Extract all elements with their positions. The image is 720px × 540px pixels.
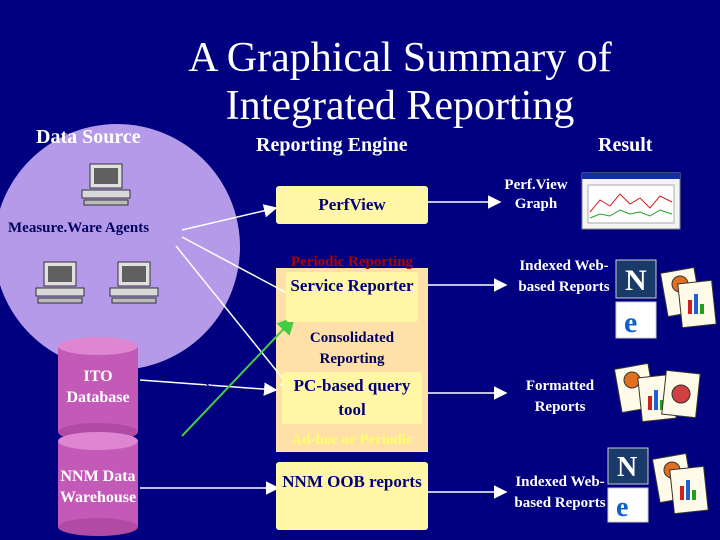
- nnm-warehouse-label: NNM Data Warehouse: [59, 468, 137, 506]
- netscape-icon: N: [615, 259, 657, 299]
- report-doc-icon: [659, 266, 717, 329]
- svg-text:e: e: [624, 306, 637, 339]
- svg-text:e: e: [616, 492, 628, 523]
- computer-icon: [81, 163, 131, 206]
- arrow-ito-to-query-tool: [139, 379, 278, 396]
- indexed-web-reports-label: Indexed Web-based Reports: [518, 258, 610, 295]
- service-reporter-box: Service Reporter: [286, 272, 418, 322]
- nnm-warehouse-cylinder: [58, 432, 138, 536]
- perfview-box: PerfView: [276, 186, 428, 224]
- indexed-web-reports-label-2: Indexed Web-based Reports: [514, 474, 606, 511]
- column-header-reporting-engine: Reporting Engine: [256, 134, 408, 156]
- nnm-oob-box: NNM OOB reports: [276, 462, 428, 530]
- report-doc-icon: [613, 362, 701, 423]
- adhoc-periodic-label: Ad-hoc or Periodic: [291, 432, 413, 448]
- svg-text:N: N: [625, 264, 647, 297]
- ito-database-label: ITO Database: [66, 368, 130, 406]
- pc-query-tool-box: PC-based query tool: [282, 372, 422, 424]
- arrow-agents-to-query-tool: [175, 245, 293, 392]
- svg-text:N: N: [617, 452, 637, 483]
- perfview-graph-thumbnail: [581, 172, 681, 230]
- computer-icon: [109, 261, 159, 304]
- green-arrow-under-investigation: [181, 316, 296, 437]
- report-doc-icon: [651, 452, 709, 515]
- formatted-reports-label: Formatted Reports: [525, 378, 595, 415]
- arrow-agents-to-perfview: [181, 204, 278, 231]
- netscape-icon: N: [607, 447, 649, 485]
- column-header-data-source: Data Source: [36, 126, 141, 148]
- page-title: A Graphical Summary of Integrated Report…: [188, 35, 612, 129]
- perfview-graph-label: Perf.View Graph: [504, 177, 568, 212]
- measureware-label: Measure.Ware Agents: [8, 220, 150, 236]
- ie-icon: e: [615, 301, 657, 339]
- arrow-agents-to-service-reporter: [181, 236, 302, 301]
- consolidated-reporting-label: Consolidated Reporting: [309, 330, 395, 367]
- computer-icon: [35, 261, 85, 304]
- ie-icon: e: [607, 487, 649, 523]
- measureware-circle: [0, 124, 240, 370]
- periodic-reporting-label: Periodic Reporting: [290, 254, 414, 270]
- column-header-result: Result: [598, 134, 653, 156]
